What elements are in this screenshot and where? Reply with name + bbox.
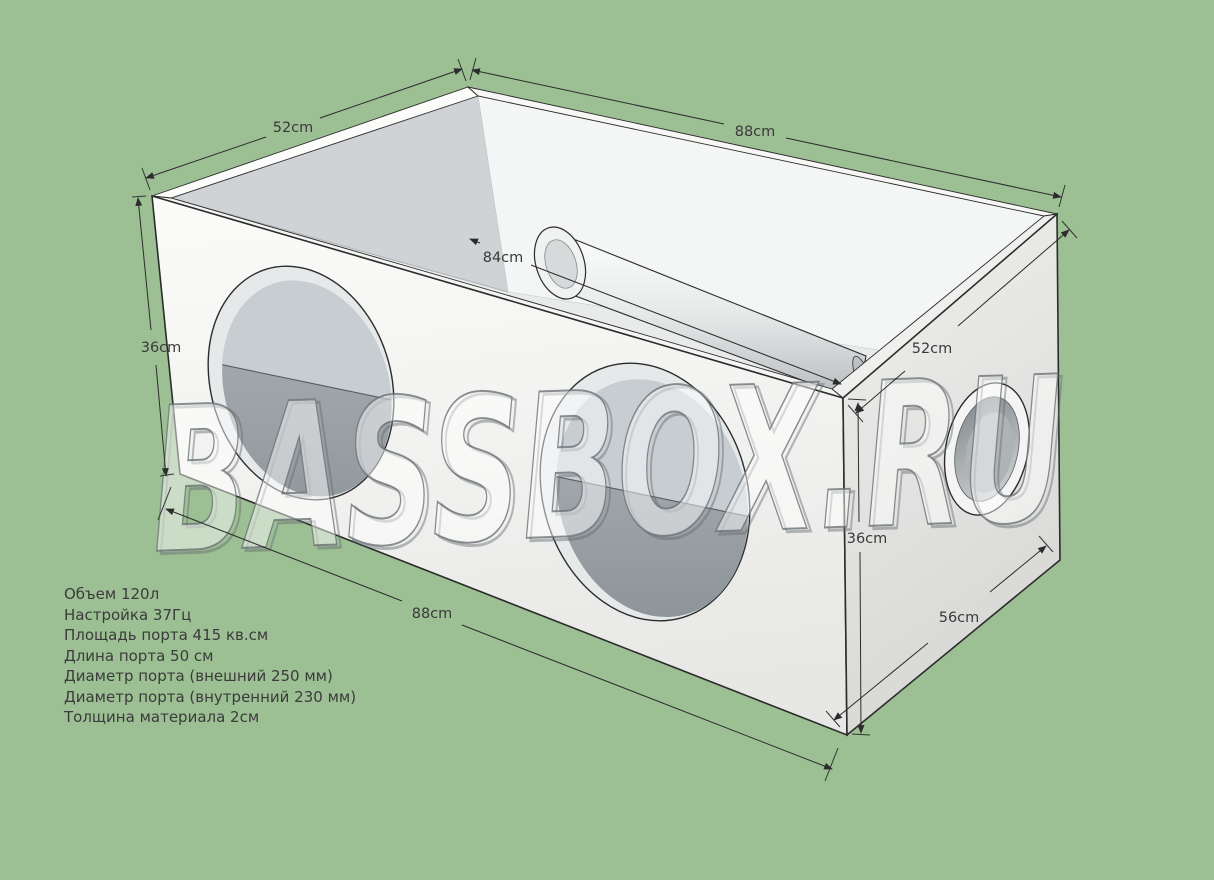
dimension-label-top-back-width: 88cm (735, 124, 776, 140)
spec-tuning-frequency: Настройка 37Гц (64, 605, 192, 624)
dimension-inner-width: 84cm (470, 239, 841, 384)
watermark-text: BASSBOX.RU (148, 334, 1068, 599)
dimension-label-bottom-front-width: 88cm (412, 606, 453, 622)
dimension-label-bottom-right-depth: 56cm (939, 610, 980, 626)
spec-port-inner-diameter: Диаметр порта (внутренний 230 мм) (64, 687, 357, 706)
dimension-top-back-width: 88cm (470, 57, 1065, 208)
dimension-line (166, 509, 832, 769)
dimension-line (470, 239, 841, 384)
dimension-annotations: 52cm 88cm 36cm 84cm 52cm (132, 57, 1077, 782)
dimension-label-inner-width: 84cm (483, 250, 524, 266)
spec-port-area: Площадь порта 415 кв.см (64, 626, 269, 644)
dimension-line (138, 198, 166, 476)
dimension-bottom-front-width: 88cm (158, 486, 838, 782)
dimension-front-left-height: 36cm (132, 196, 181, 476)
dimension-label-top-left-depth: 52cm (273, 120, 314, 136)
interior-left-edge-line (170, 197, 509, 293)
spec-material-thickness: Толщина материала 2см (64, 708, 260, 726)
spec-port-outer-diameter: Диаметр порта (внешний 250 мм) (64, 667, 333, 685)
dimension-label-right-top-depth: 52cm (912, 341, 953, 357)
port-hole-bore-inner (965, 412, 1014, 493)
dimension-line (834, 546, 1046, 720)
dimension-line (146, 69, 462, 178)
dimension-line (472, 70, 1061, 197)
spec-volume: Объем 120л (64, 585, 160, 603)
spec-list: Объем 120л Настройка 37Гц Площадь порта … (64, 584, 356, 728)
dimension-label-front-left-height: 36cm (141, 340, 182, 356)
watermark: BASSBOX.RU BASSBOX.RU (147, 333, 1073, 603)
dimension-label-right-front-height: 36cm (847, 531, 888, 547)
spec-port-length: Длина порта 50 см (64, 646, 214, 665)
